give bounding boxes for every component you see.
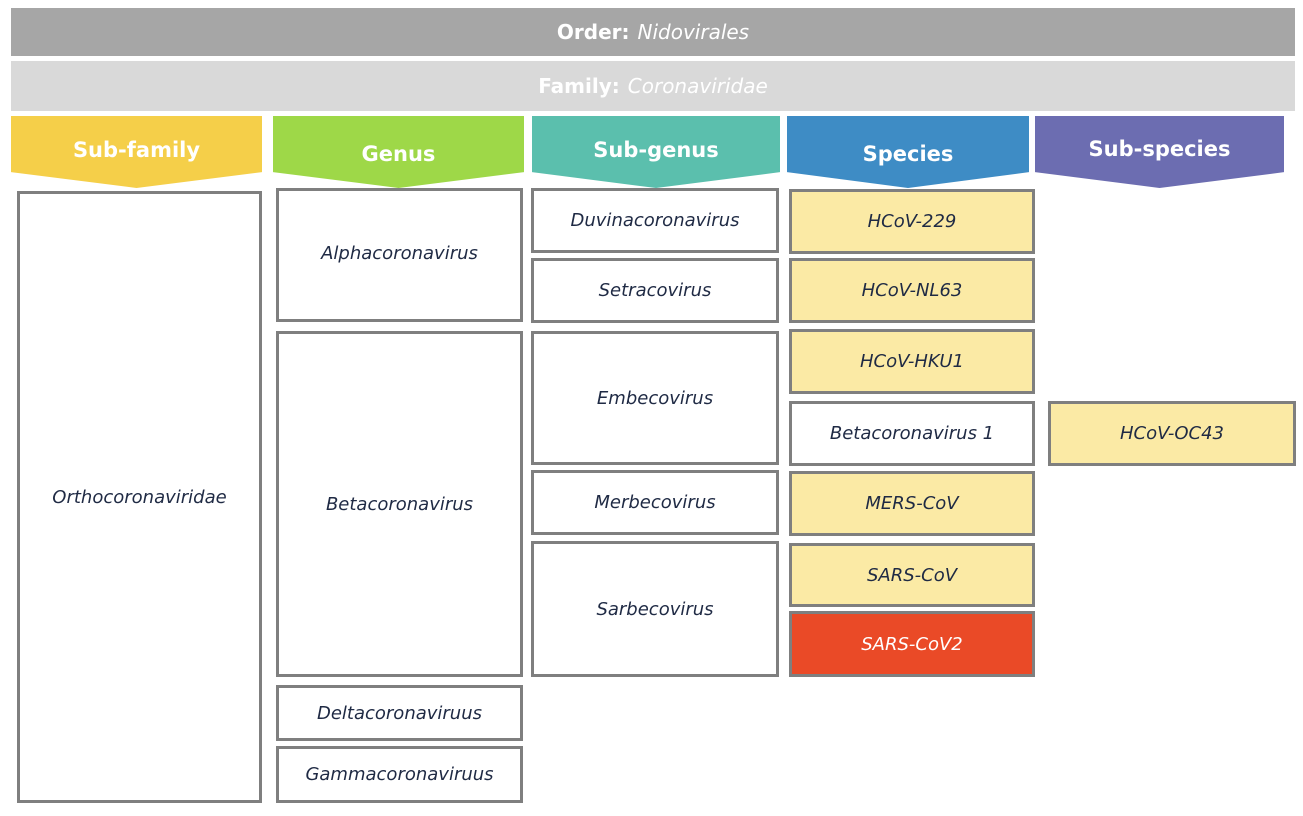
species-header-label: Species xyxy=(862,142,954,166)
species-box: SARS-CoV xyxy=(789,543,1035,607)
genus-header-label: Genus xyxy=(361,142,436,166)
genus-box: Alphacoronavirus xyxy=(276,188,523,322)
family-value: Coronaviridae xyxy=(627,74,768,98)
species-name: HCoV-229 xyxy=(867,211,957,232)
subgenus-name: Duvinacoronavirus xyxy=(570,210,740,231)
subspecies-name: HCoV-OC43 xyxy=(1119,423,1224,444)
order-band: Order: Nidovirales xyxy=(11,8,1295,56)
subgenus-box: Merbecovirus xyxy=(531,470,779,535)
subgenus-header: Sub-genus xyxy=(532,116,780,188)
subgenus-header-label: Sub-genus xyxy=(593,138,719,162)
subgenus-box: Embecovirus xyxy=(531,331,779,465)
subgenus-name: Merbecovirus xyxy=(594,492,716,513)
subfamily-box: Orthocoronaviridae xyxy=(17,191,262,803)
subgenus-box: Duvinacoronavirus xyxy=(531,188,779,253)
subgenus-name: Sarbecovirus xyxy=(596,598,714,620)
subgenus-name: Setracovirus xyxy=(598,280,712,301)
subfamily-name: Orthocoronaviridae xyxy=(52,486,227,508)
genus-box: Gammacoronaviruus xyxy=(276,746,523,803)
genus-box: Betacoronavirus xyxy=(276,331,523,677)
order-label: Order: xyxy=(556,20,630,44)
subspecies-header: Sub-species xyxy=(1035,116,1284,188)
species-header: Species xyxy=(787,116,1029,188)
species-name: Betacoronavirus 1 xyxy=(829,423,995,444)
subgenus-box: Sarbecovirus xyxy=(531,541,779,677)
genus-name: Gammacoronaviruus xyxy=(305,764,494,785)
subfamily-header-label: Sub-family xyxy=(72,138,201,162)
genus-name: Alphacoronavirus xyxy=(321,242,478,264)
subfamily-header: Sub-family xyxy=(11,116,262,188)
genus-name: Deltacoronaviruus xyxy=(316,702,483,724)
subgenus-box: Setracovirus xyxy=(531,258,779,323)
species-name: HCoV-NL63 xyxy=(861,280,963,301)
species-box: HCoV-HKU1 xyxy=(789,329,1035,394)
family-band: Family: Coronaviridae xyxy=(11,61,1295,111)
subspecies-header-label: Sub-species xyxy=(1088,137,1231,161)
genus-name: Betacoronavirus xyxy=(325,493,474,515)
species-box: HCoV-NL63 xyxy=(789,258,1035,323)
species-name: MERS-CoV xyxy=(865,493,959,514)
species-box-highlighted: SARS-CoV2 xyxy=(789,611,1035,677)
species-box: MERS-CoV xyxy=(789,471,1035,536)
genus-header: Genus xyxy=(273,116,524,188)
family-label: Family: xyxy=(538,74,620,98)
order-value: Nidovirales xyxy=(637,20,750,44)
genus-box: Deltacoronaviruus xyxy=(276,685,523,741)
species-name: SARS-CoV2 xyxy=(861,633,963,655)
species-box: HCoV-229 xyxy=(789,189,1035,254)
subgenus-name: Embecovirus xyxy=(596,387,714,409)
species-name: HCoV-HKU1 xyxy=(859,351,964,372)
species-name: SARS-CoV xyxy=(866,564,958,586)
subspecies-box: HCoV-OC43 xyxy=(1048,401,1296,466)
species-box: Betacoronavirus 1 xyxy=(789,401,1035,466)
